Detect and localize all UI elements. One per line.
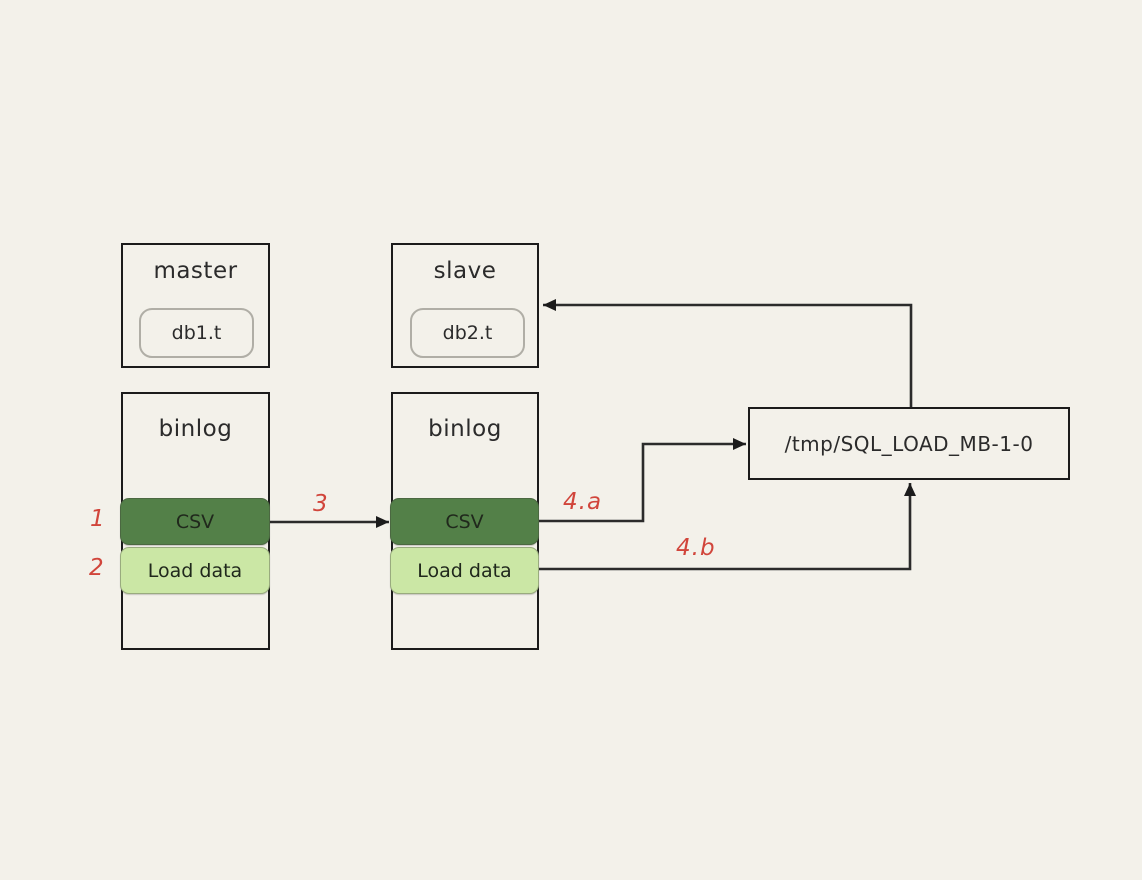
master-load-data-label: Load data [147,559,243,582]
slave-table-label: db2.t [442,322,493,344]
slave-binlog-row-csv: CSV [390,498,539,545]
arrow-step4a-csv-to-tmpfile [539,438,746,523]
step-label-2: 2 [89,555,105,581]
arrow-step4b-loaddata-to-tmpfile [539,483,916,571]
master-title: master [153,258,238,284]
tmp-file-label: /tmp/SQL_LOAD_MB-1-0 [784,431,1034,456]
master-binlog-row-load-data: Load data [120,547,270,594]
step-label-4b: 4.b [676,535,716,561]
slave-title: slave [433,258,497,284]
slave-csv-label: CSV [445,510,484,533]
slave-table-box: db2.t [410,308,525,358]
step-label-4a: 4.a [563,489,603,515]
master-table-box: db1.t [139,308,254,358]
master-node: master db1.t [121,243,270,368]
master-binlog-row-csv: CSV [120,498,270,545]
slave-binlog-row-load-data: Load data [390,547,539,594]
slave-binlog-title: binlog [428,416,502,442]
tmp-file-node: /tmp/SQL_LOAD_MB-1-0 [748,407,1070,480]
slave-node: slave db2.t [391,243,539,368]
slave-load-data-label: Load data [417,559,512,582]
step-label-1: 1 [90,506,106,532]
step-label-3: 3 [313,491,329,517]
arrow-tmpfile-to-slave [543,299,913,407]
master-binlog-title: binlog [158,416,233,442]
master-csv-label: CSV [175,510,215,533]
master-table-label: db1.t [171,322,222,344]
